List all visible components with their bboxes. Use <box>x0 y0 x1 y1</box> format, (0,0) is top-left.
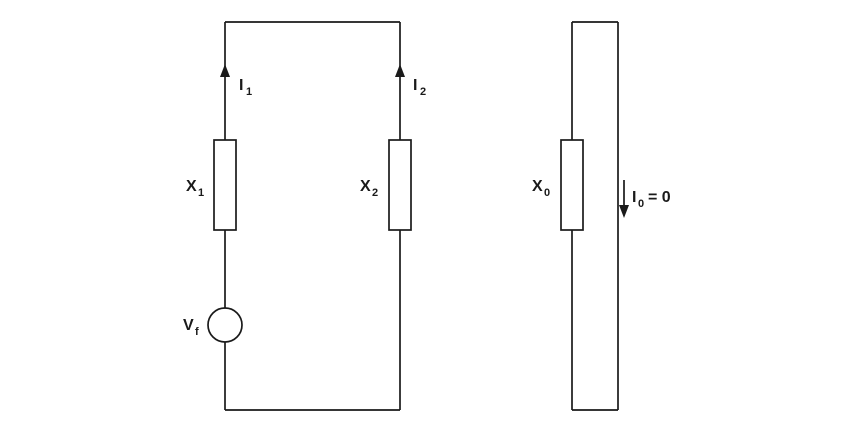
main-circuit-loop <box>207 21 412 411</box>
reactance-x2-box <box>388 139 412 231</box>
labels: I 1 I 2 X 1 X 2 V f X 0 I 0 = 0 <box>183 77 671 338</box>
current-i0-arrow-icon <box>619 205 629 218</box>
current-i2-label: I <box>413 77 417 94</box>
voltage-source-vf-label: V <box>183 317 194 334</box>
reactance-x2-label: X <box>360 178 371 195</box>
reactance-x2-sub: 2 <box>372 187 378 199</box>
reactance-x0-label: X <box>532 178 543 195</box>
reactance-x1-box <box>213 139 237 231</box>
reactance-x1-label: X <box>186 178 197 195</box>
current-i1-sub: 1 <box>246 86 252 98</box>
zero-sequence-loop <box>560 21 629 411</box>
voltage-source-vf-circle <box>207 307 243 343</box>
reactance-x1-sub: 1 <box>198 187 204 199</box>
current-i2-arrow-icon <box>395 64 405 77</box>
current-i1-arrow-icon <box>220 64 230 77</box>
current-i0-label: I <box>632 189 636 206</box>
reactance-x0-box <box>560 139 584 231</box>
current-i1-label: I <box>239 77 243 94</box>
reactance-x0-sub: 0 <box>544 187 550 199</box>
voltage-source-vf-sub: f <box>195 326 199 338</box>
current-i0-sub: 0 <box>638 198 644 210</box>
current-i0-equals-zero: = 0 <box>648 189 671 206</box>
current-i2-sub: 2 <box>420 86 426 98</box>
